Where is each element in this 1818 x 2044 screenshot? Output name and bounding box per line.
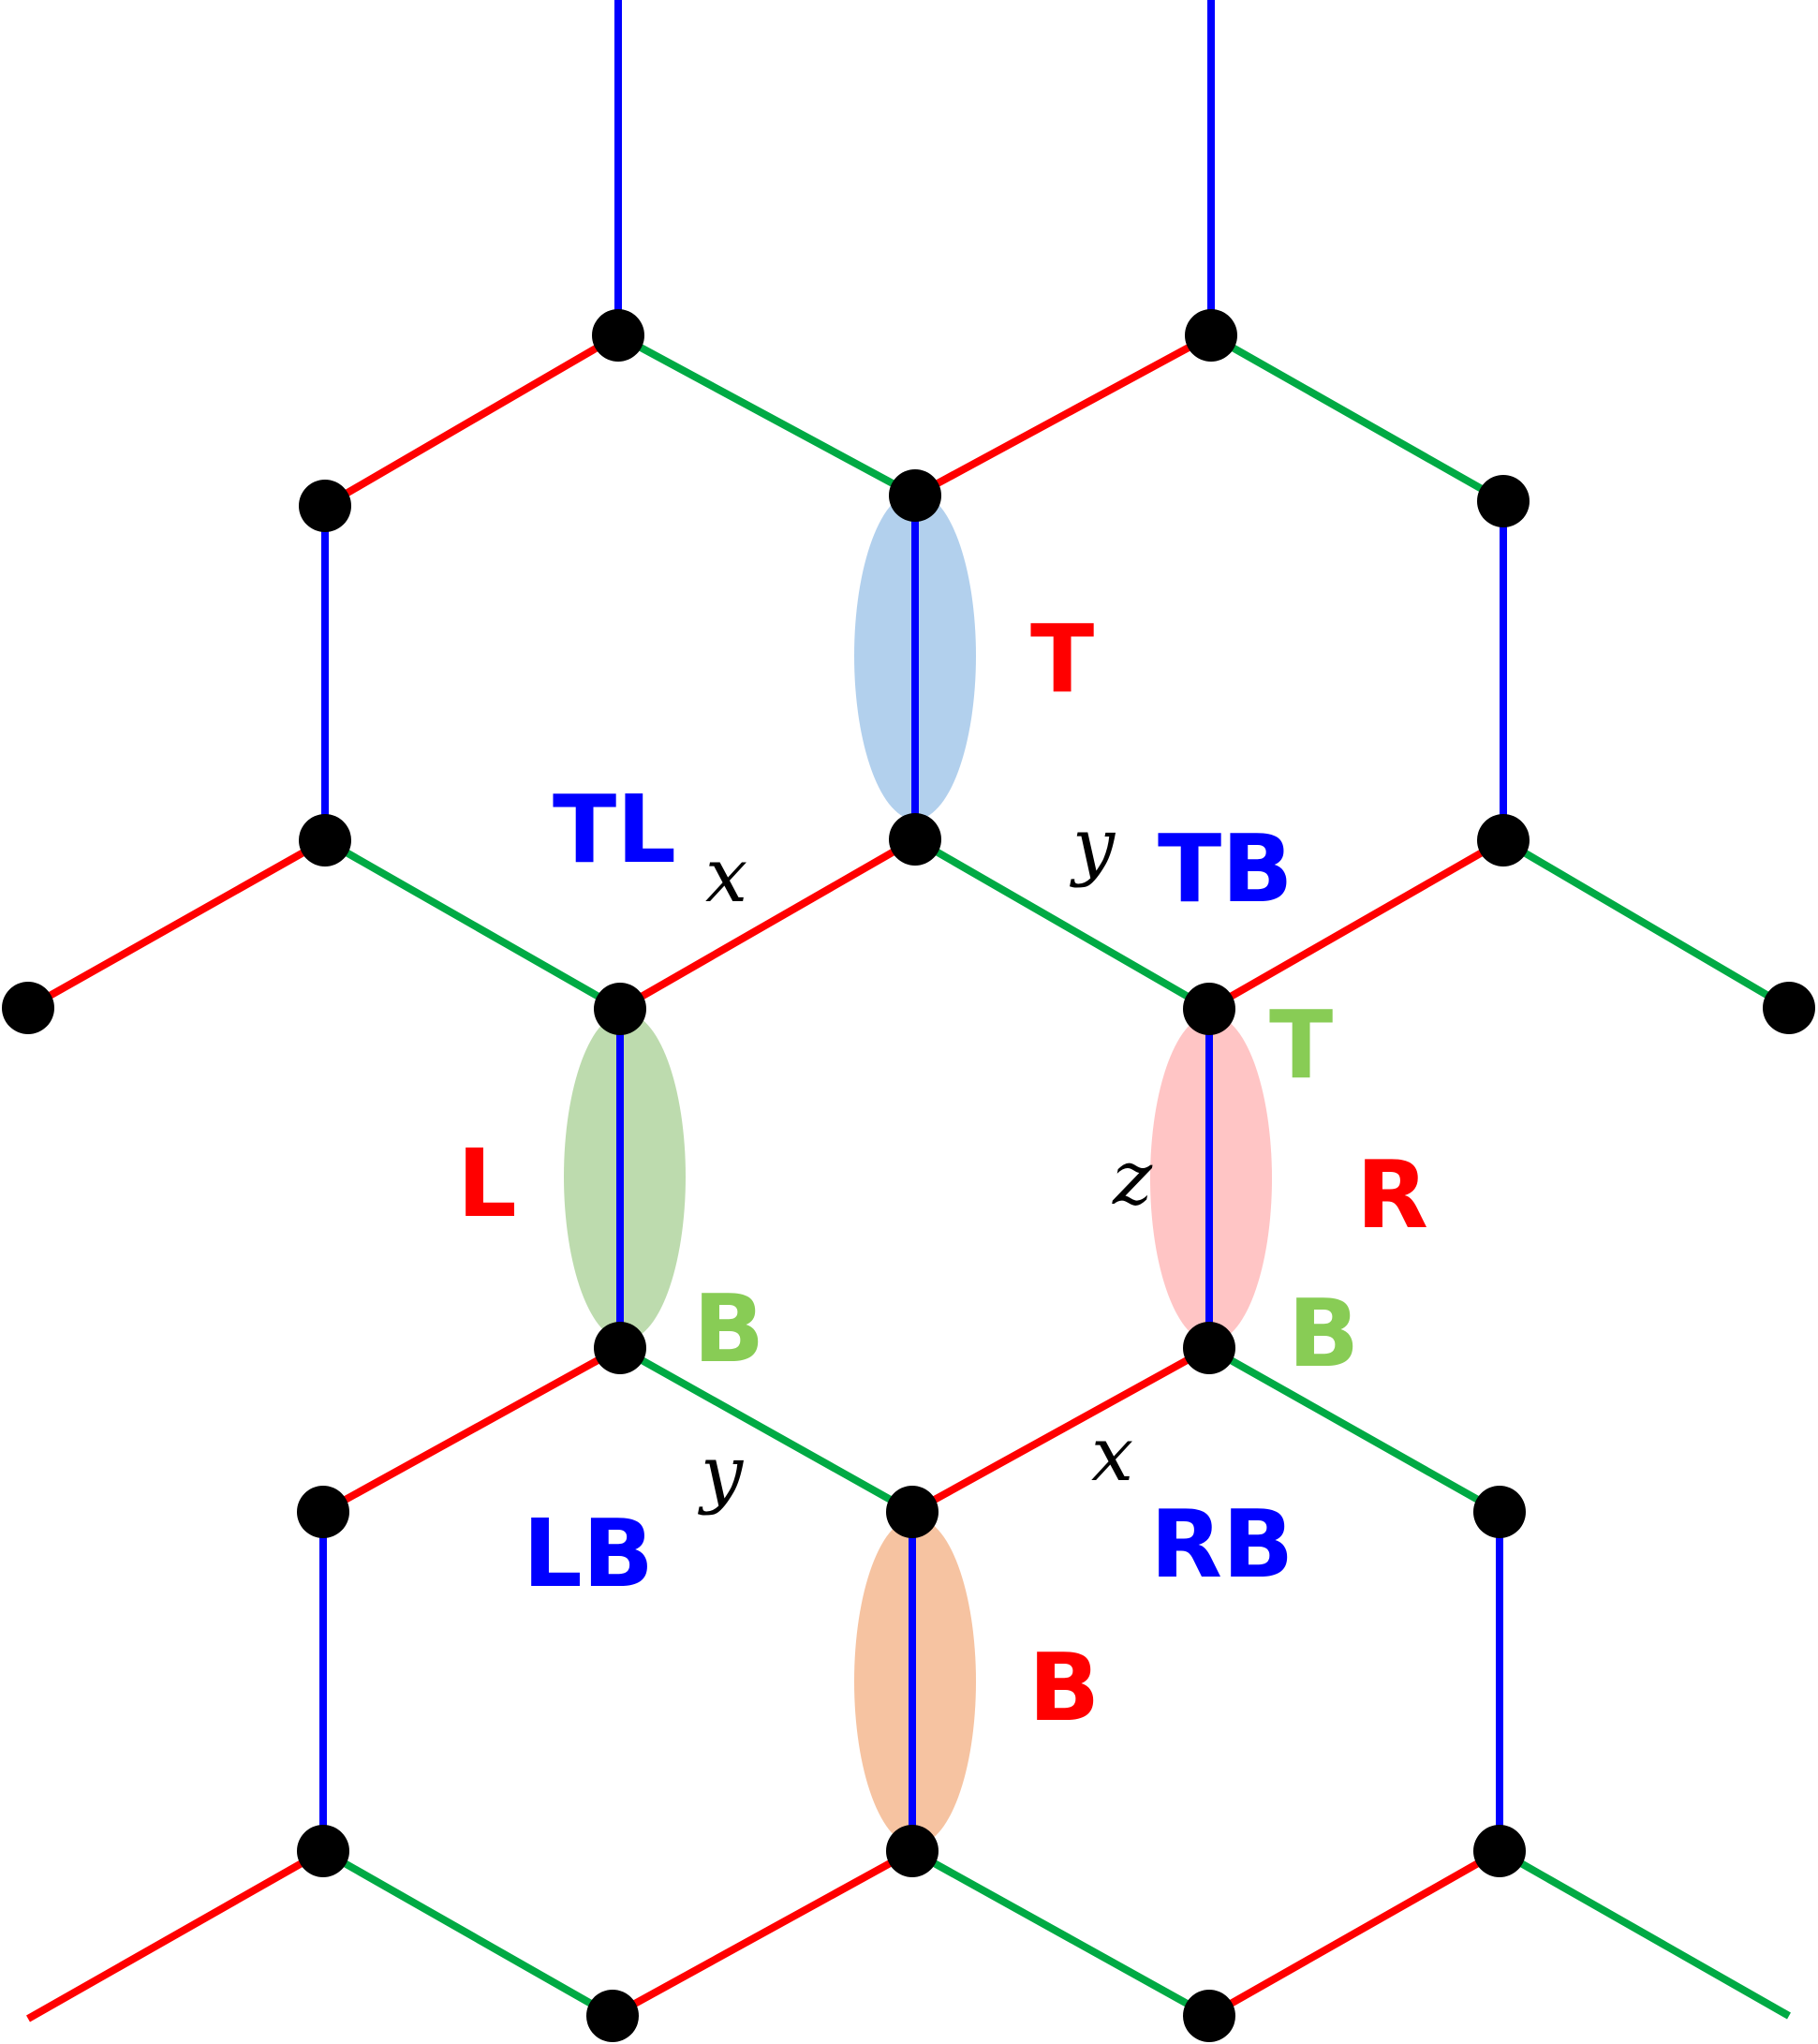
y-bond: [913, 836, 1211, 1013]
lattice-node: [889, 469, 941, 522]
nodes: [2, 309, 1815, 2042]
x-bond: [611, 1847, 914, 2020]
y-bond: [323, 837, 622, 1013]
label-plaquette-R: R: [1356, 1140, 1428, 1250]
y-bond: [910, 1847, 1211, 2020]
lattice-node: [1183, 983, 1235, 1035]
y-bond: [1500, 837, 1792, 1012]
x-bond: [322, 332, 621, 510]
x-bond: [1207, 837, 1505, 1013]
ellipse-left: [564, 1013, 686, 1340]
lattice-node: [1473, 1486, 1526, 1538]
label-sub-R-B: B: [1288, 1279, 1359, 1388]
label-bond-x-bottom: x: [1091, 1411, 1133, 1498]
label-plaquette-B: B: [1028, 1633, 1100, 1742]
label-sub-R-T: T: [1269, 990, 1333, 1100]
label-plaquette-L: L: [457, 1129, 517, 1238]
x-bond: [26, 837, 327, 1012]
lattice-node: [299, 814, 351, 866]
lattice-node: [592, 309, 644, 362]
lattice-node: [1477, 475, 1530, 527]
x-bond: [1207, 1847, 1501, 2020]
lattice-node: [1477, 814, 1530, 866]
lattice-node: [297, 1825, 349, 1877]
y-bond: [618, 1344, 914, 1516]
label-bond-y-top: y: [1070, 802, 1116, 889]
x-bond: [913, 332, 1213, 499]
lattice-node: [1473, 1825, 1526, 1877]
label-plaquette-T: T: [1030, 604, 1094, 714]
x-bond: [321, 1344, 622, 1516]
label-bond-z: z: [1112, 1134, 1153, 1222]
lattice-node: [594, 1322, 646, 1374]
lattice-node: [1185, 309, 1237, 362]
label-sub-L-B: B: [693, 1274, 764, 1384]
lattice-node: [297, 1486, 349, 1538]
label-corner-TB: TB: [1158, 814, 1293, 924]
lattice-node: [2, 982, 54, 1034]
label-bond-x-top: x: [705, 832, 747, 919]
plaquette-labels: T L R B TL TB LB RB B T B: [457, 604, 1428, 1742]
y-bond: [1209, 332, 1505, 505]
lattice-node: [889, 813, 941, 866]
lattice-node: [886, 1825, 939, 1877]
x-bond: [910, 1344, 1211, 1516]
lattice-node: [1183, 1322, 1235, 1374]
label-corner-TL: TL: [553, 775, 676, 884]
y-bond: [616, 332, 917, 499]
label-corner-LB: LB: [523, 1499, 654, 1608]
x-bond: [618, 836, 917, 1013]
bond-labels: x y z y x: [698, 802, 1153, 1517]
label-bond-y-bottom: y: [698, 1429, 745, 1517]
lattice-node: [299, 480, 351, 532]
y-bond: [321, 1847, 614, 2020]
label-corner-RB: RB: [1150, 1489, 1293, 1599]
edges: [26, 0, 1792, 2022]
x-bond: [26, 1847, 325, 2022]
lattice-node: [1183, 1990, 1235, 2042]
lattice-node: [886, 1486, 939, 1538]
y-bond: [1498, 1847, 1791, 2020]
lattice-node: [1763, 982, 1815, 1034]
lattice-node: [594, 983, 646, 1035]
y-bond: [1207, 1344, 1501, 1516]
lattice-node: [586, 1990, 639, 2042]
